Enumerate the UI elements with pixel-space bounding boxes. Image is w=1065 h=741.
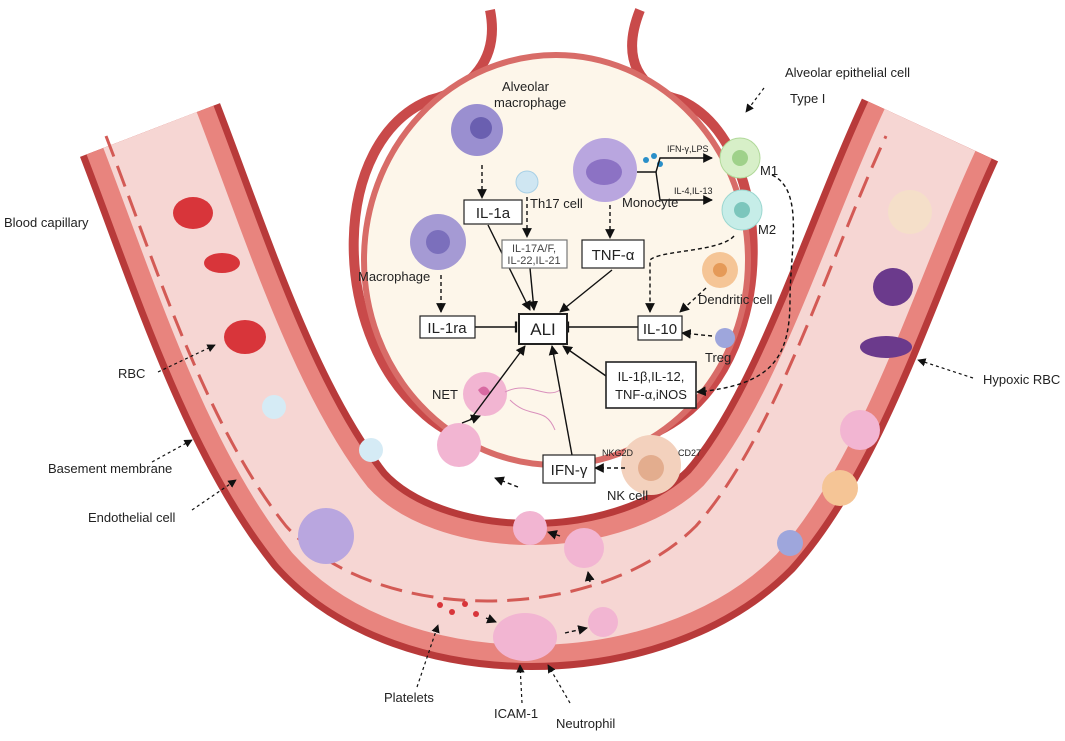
platelets-cluster <box>437 601 479 617</box>
m1-macrophage-cell <box>719 137 761 179</box>
m1-output-line2: TNF-α,iNOS <box>615 387 687 402</box>
alveolar-macrophage-label-2: macrophage <box>494 95 566 110</box>
net-neutrophil-cell <box>463 372 507 416</box>
platelets-label: Platelets <box>384 690 434 705</box>
m2-label: M2 <box>758 222 776 237</box>
ali-box <box>518 313 568 345</box>
il1ra-box <box>419 315 476 339</box>
il10-label: IL-10 <box>643 321 677 338</box>
pointer-lines <box>151 87 974 704</box>
alveolar-epithelial-label-2: Type I <box>790 91 825 106</box>
right-capillary-cells <box>777 190 932 556</box>
alveolar-epithelial-label-1: Alveolar epithelial cell <box>785 65 910 80</box>
nk-cell <box>621 435 681 495</box>
ifng-label: IFN-γ <box>551 462 588 479</box>
icam-label: ICAM-1 <box>494 706 538 721</box>
il1ra-label: IL-1ra <box>427 320 467 337</box>
capillary-wbcs <box>262 395 383 564</box>
il10-box <box>637 315 683 341</box>
th17-label: Th17 cell <box>530 196 583 211</box>
dendritic-cell <box>702 252 738 288</box>
nkg2d-label: NKG2D <box>602 448 634 458</box>
transmigrating-neutrophils <box>513 511 618 637</box>
ifn-lps-label: IFN-γ,LPS <box>667 144 709 154</box>
neutrophil-label: Neutrophil <box>556 716 615 731</box>
tnfa-label: TNF-α <box>592 247 635 264</box>
monocyte-cell <box>573 138 637 202</box>
rbc-label: RBC <box>118 366 145 381</box>
m1-output-line1: IL-1β,IL-12, <box>618 369 685 384</box>
hypoxic-rbc-label: Hypoxic RBC <box>983 372 1060 387</box>
monocyte-label: Monocyte <box>622 195 678 210</box>
th17-cell <box>515 170 539 194</box>
arrows <box>436 153 795 635</box>
treg-cell <box>715 328 735 348</box>
dendritic-cell-label: Dendritic cell <box>698 292 773 307</box>
alveolar-macrophage-cell <box>451 104 503 156</box>
il17-box <box>501 239 568 269</box>
m1-output-box <box>605 361 697 409</box>
ali-label: ALI <box>530 320 556 339</box>
basement-membrane-label: Basement membrane <box>48 461 172 476</box>
macrophage-label: Macrophage <box>358 269 430 284</box>
cd27-label: CD27 <box>678 448 701 458</box>
net-traps <box>504 387 561 431</box>
il17-label-line1: IL-17A/F, <box>512 243 556 255</box>
cytokine-boxes <box>419 199 697 484</box>
blood-capillary-label: Blood capillary <box>4 215 89 230</box>
treg-label: Treg <box>705 350 731 365</box>
neutrophil-in-alveolus <box>437 423 481 467</box>
il1a-label: IL-1a <box>476 205 511 222</box>
il17-label-line2: IL-22,IL-21 <box>507 255 560 267</box>
hypoxic-rbcs <box>860 268 913 358</box>
net-label: NET <box>432 387 458 402</box>
il4-il13-label: IL-4,IL-13 <box>674 186 713 196</box>
il1a-box <box>463 199 523 225</box>
endothelial-cell-label: Endothelial cell <box>88 510 176 525</box>
capillary-rbcs <box>173 197 266 354</box>
macrophage-cell <box>410 214 466 270</box>
nk-cell-label: NK cell <box>607 488 648 503</box>
rolling-neutrophil <box>493 613 557 661</box>
ifng-box <box>542 454 596 484</box>
alveolar-macrophage-label-1: Alveolar <box>502 79 550 94</box>
m2-macrophage-cell <box>721 189 763 231</box>
tnfa-box <box>581 239 645 269</box>
m1-label: M1 <box>760 163 778 178</box>
